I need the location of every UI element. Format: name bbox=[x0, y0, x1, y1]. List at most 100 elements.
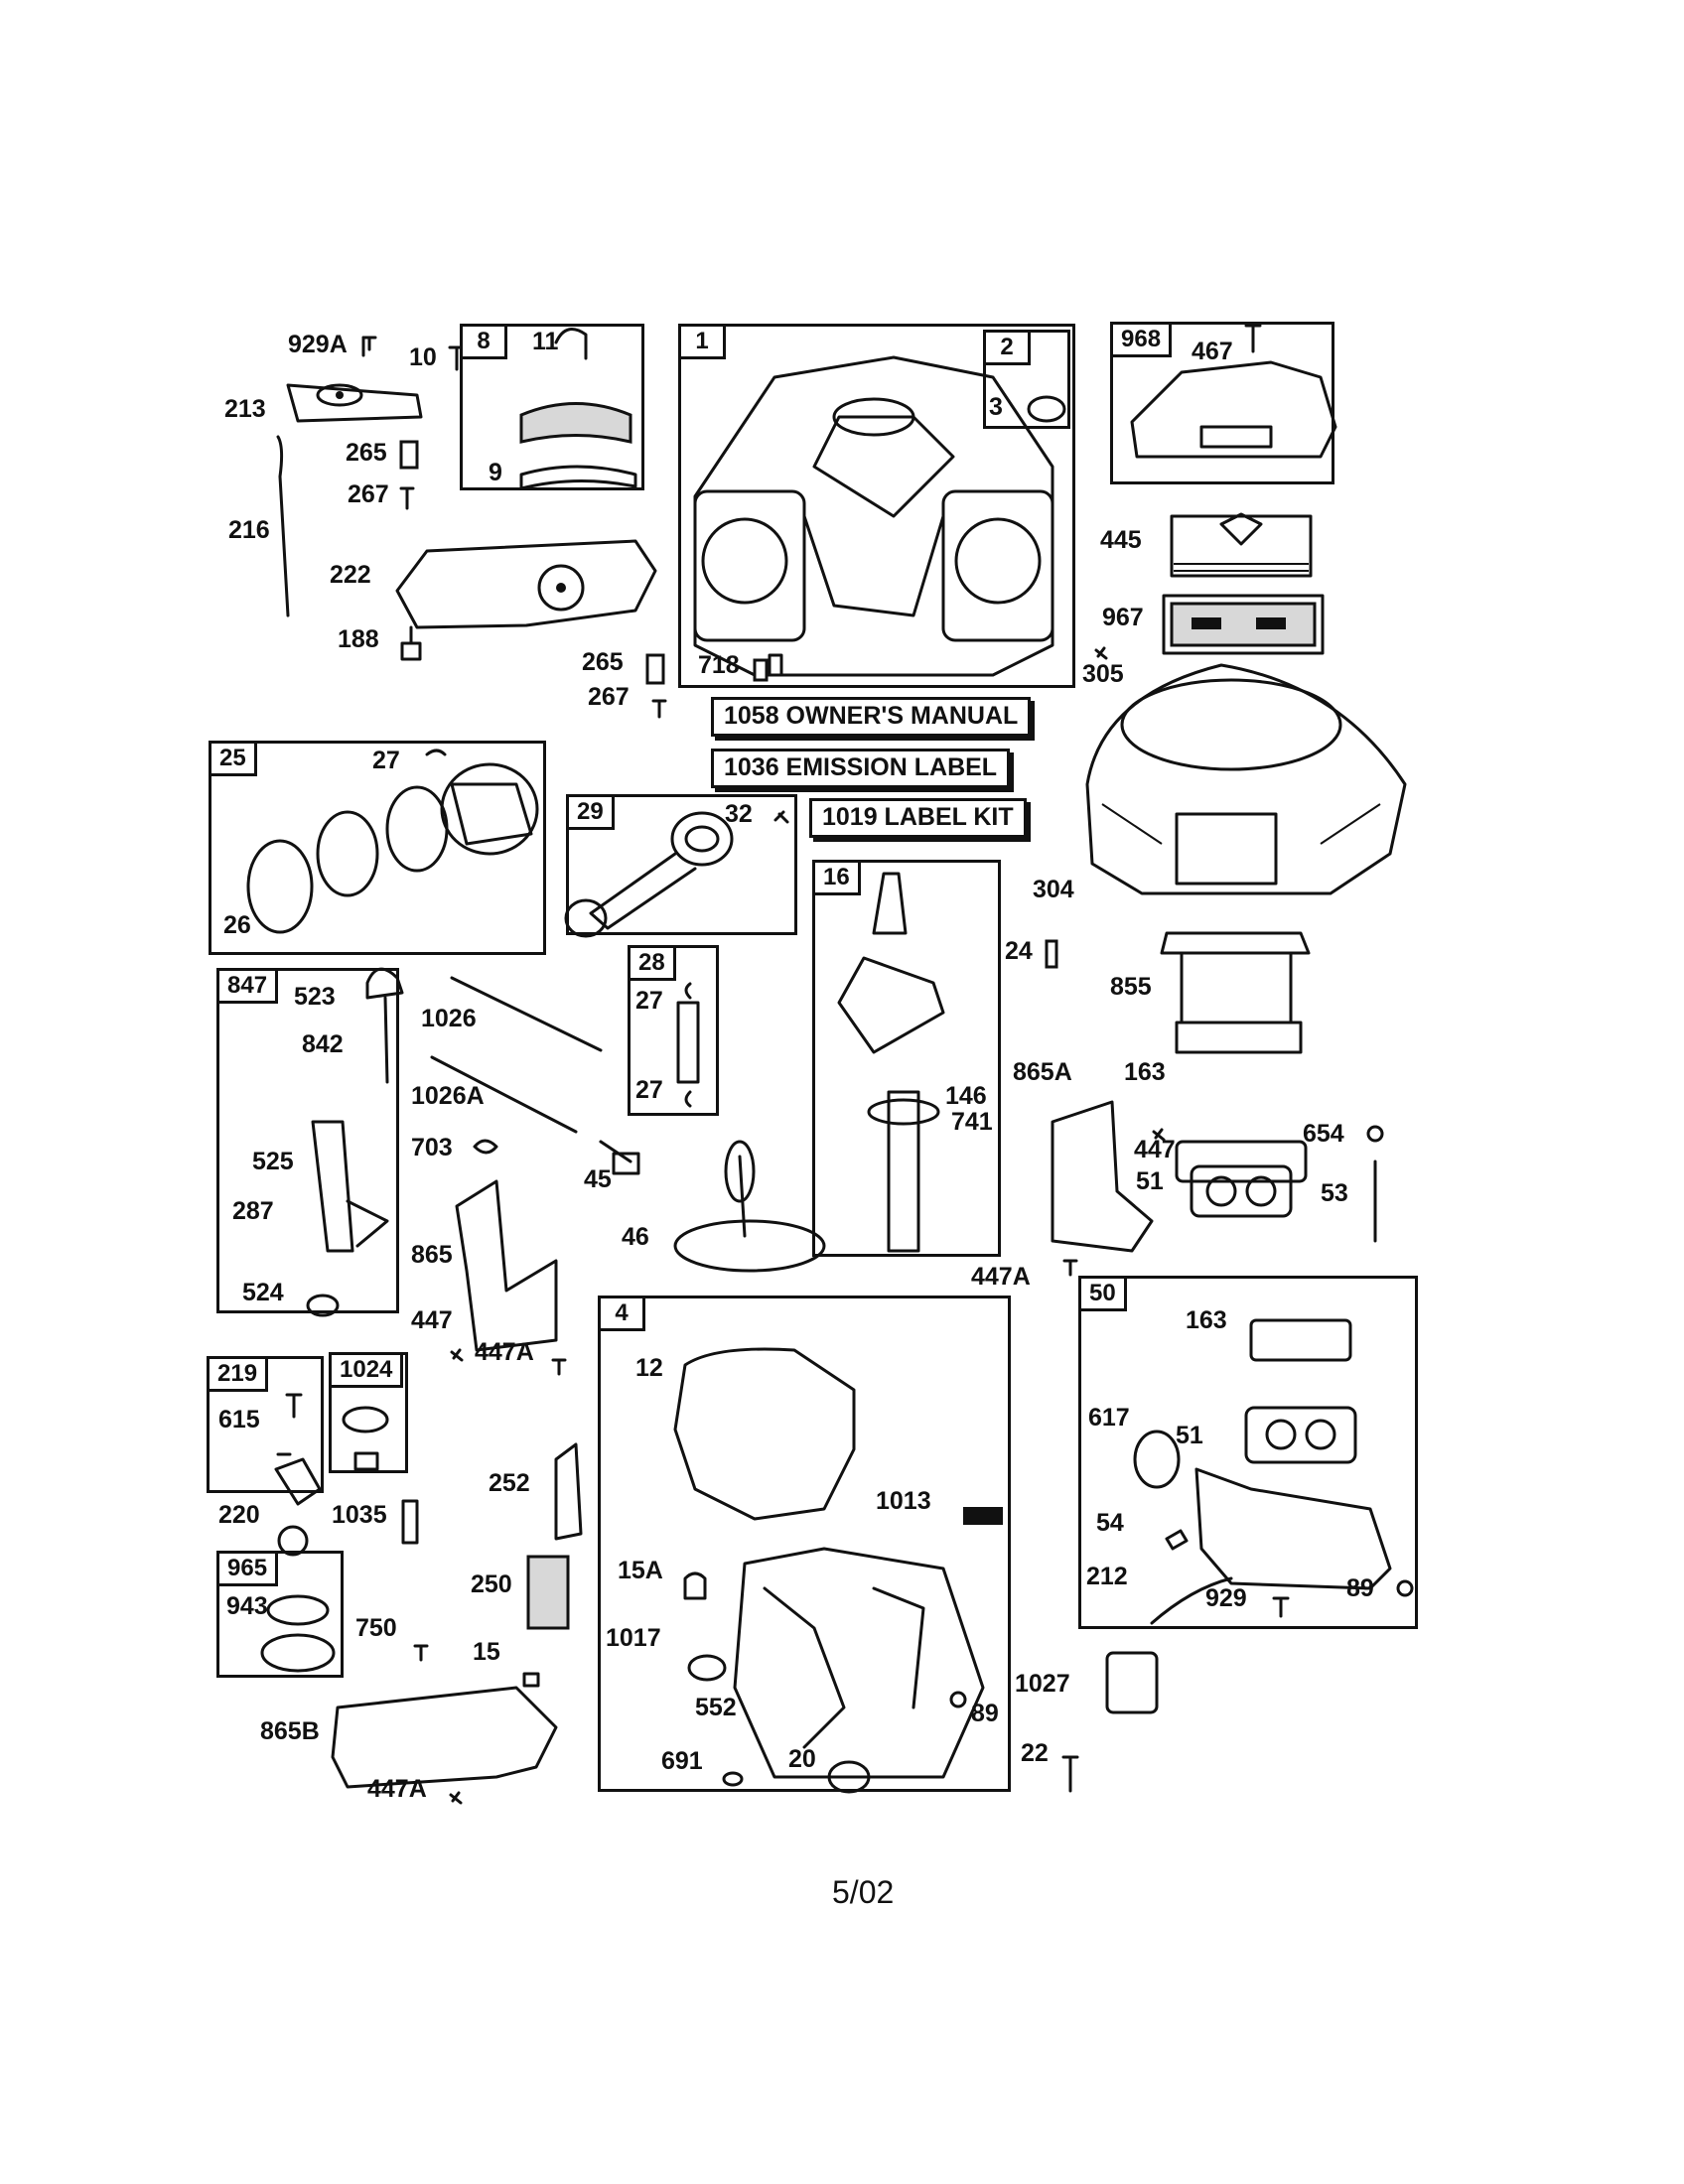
part-label-305: 305 bbox=[1082, 660, 1124, 688]
group-box-968: 968 bbox=[1110, 322, 1334, 484]
part-1026-rod bbox=[450, 976, 603, 1052]
part-label-3: 3 bbox=[989, 393, 1003, 421]
part-51b-gasket bbox=[1244, 1406, 1357, 1464]
group-box-847: 847 bbox=[216, 968, 399, 1313]
part-label-146: 146 bbox=[945, 1082, 987, 1110]
part-445-filter bbox=[1170, 512, 1313, 578]
part-51-gasket bbox=[1190, 1164, 1293, 1218]
part-865-shroud bbox=[455, 1179, 558, 1352]
part-865A-shroud bbox=[1051, 1100, 1154, 1253]
part-28-wrist-pin bbox=[676, 1001, 700, 1084]
part-691-washer bbox=[722, 1771, 744, 1787]
part-label-45: 45 bbox=[584, 1165, 612, 1193]
part-label-9: 9 bbox=[489, 459, 502, 486]
part-label-89a: 89 bbox=[971, 1700, 999, 1727]
part-750-screw bbox=[413, 1644, 429, 1662]
part-267-screw bbox=[399, 486, 415, 510]
group-tag-2: 2 bbox=[983, 330, 1031, 365]
part-label-523: 523 bbox=[294, 983, 336, 1011]
part-ring-1 bbox=[385, 785, 449, 873]
part-11-elbow bbox=[554, 328, 588, 360]
part-252-sheet bbox=[554, 1442, 583, 1541]
part-label-524: 524 bbox=[242, 1279, 284, 1306]
group-tag-965: 965 bbox=[216, 1551, 279, 1586]
group-tag-50: 50 bbox=[1078, 1276, 1127, 1311]
part-label-250: 250 bbox=[471, 1570, 512, 1598]
part-213-bracket bbox=[286, 336, 423, 423]
part-label-1013: 1013 bbox=[876, 1487, 931, 1515]
part-216-link bbox=[276, 435, 290, 617]
part-label-447Ac: 447A bbox=[367, 1775, 427, 1803]
part-718-pin bbox=[753, 658, 769, 682]
part-89a-plug bbox=[949, 1691, 967, 1708]
part-label-741: 741 bbox=[951, 1108, 993, 1136]
part-305-screw bbox=[1094, 646, 1108, 660]
part-163-gasket bbox=[1175, 1140, 1308, 1183]
part-26-ring bbox=[246, 839, 314, 934]
part-label-15: 15 bbox=[473, 1638, 500, 1666]
group-box-219: 219 bbox=[207, 1356, 324, 1493]
part-label-929: 929 bbox=[1205, 1584, 1247, 1612]
group-box-1024: 1024 bbox=[329, 1352, 408, 1473]
part-1035-pin bbox=[401, 1499, 419, 1545]
part-1024-gear bbox=[342, 1406, 389, 1433]
part-27c-clip bbox=[684, 1090, 692, 1108]
part-447Ac-screw bbox=[449, 1791, 463, 1805]
part-label-46: 46 bbox=[622, 1223, 649, 1251]
group-tag-16: 16 bbox=[812, 860, 861, 895]
part-617-oring bbox=[1133, 1430, 1181, 1489]
part-label-54: 54 bbox=[1096, 1509, 1124, 1537]
part-15-plug bbox=[522, 1672, 540, 1688]
part-label-252: 252 bbox=[489, 1469, 530, 1497]
part-label-51b: 51 bbox=[1176, 1422, 1203, 1449]
group-box-8: 8 bbox=[460, 324, 644, 490]
part-212-rod bbox=[1150, 1576, 1233, 1625]
group-box-965: 965 bbox=[216, 1551, 344, 1678]
group-tag-4: 4 bbox=[598, 1296, 645, 1331]
part-label-27b: 27 bbox=[635, 987, 663, 1015]
part-267b-screw bbox=[651, 699, 667, 719]
part-220-gear bbox=[277, 1525, 309, 1557]
part-label-447Aa: 447A bbox=[475, 1338, 534, 1366]
part-label-943: 943 bbox=[226, 1592, 268, 1620]
part-label-1026A: 1026A bbox=[411, 1082, 485, 1110]
part-1024-insert bbox=[353, 1451, 379, 1471]
part-label-865: 865 bbox=[411, 1241, 453, 1269]
part-20-seal bbox=[827, 1760, 871, 1794]
part-250-kit bbox=[526, 1555, 570, 1630]
group-tag-28: 28 bbox=[628, 945, 676, 981]
part-32-screw bbox=[773, 810, 789, 824]
part-label-865B: 865B bbox=[260, 1717, 320, 1745]
part-865B-shroud bbox=[331, 1686, 558, 1789]
group-box-29: 29 bbox=[566, 794, 797, 935]
part-label-267b: 267 bbox=[588, 683, 630, 711]
part-label-842: 842 bbox=[302, 1030, 344, 1058]
part-label-552: 552 bbox=[695, 1694, 737, 1721]
group-box-16: 16 bbox=[812, 860, 1001, 1257]
part-label-220: 220 bbox=[218, 1501, 260, 1529]
date-code: 5/02 bbox=[832, 1874, 895, 1910]
part-855-intake bbox=[1160, 931, 1311, 1054]
part-188-screw bbox=[400, 625, 422, 661]
group-tag-29: 29 bbox=[566, 794, 615, 830]
part-4-sump bbox=[733, 1547, 985, 1779]
part-9-gasket bbox=[519, 465, 637, 490]
part-467-screw bbox=[1244, 324, 1262, 353]
group-tag-1024: 1024 bbox=[329, 1352, 404, 1388]
kit-label-emission: 1036 EMISSION LABEL bbox=[711, 749, 1011, 788]
part-3-seal bbox=[1027, 395, 1066, 423]
part-label-703: 703 bbox=[411, 1134, 453, 1161]
part-label-967: 967 bbox=[1102, 604, 1144, 631]
part-447A-screw bbox=[551, 1358, 567, 1376]
part-447-screw bbox=[450, 1348, 464, 1362]
part-label-617: 617 bbox=[1088, 1404, 1130, 1432]
part-89b-plug bbox=[1396, 1579, 1414, 1597]
group-box-25: 25 bbox=[209, 741, 546, 955]
kit-label-label-kit: 1019 LABEL KIT bbox=[809, 798, 1027, 838]
part-15A-plug bbox=[683, 1571, 707, 1600]
part-label-718: 718 bbox=[698, 651, 740, 679]
part-label-265a: 265 bbox=[346, 439, 387, 467]
part-label-1027: 1027 bbox=[1015, 1670, 1070, 1698]
